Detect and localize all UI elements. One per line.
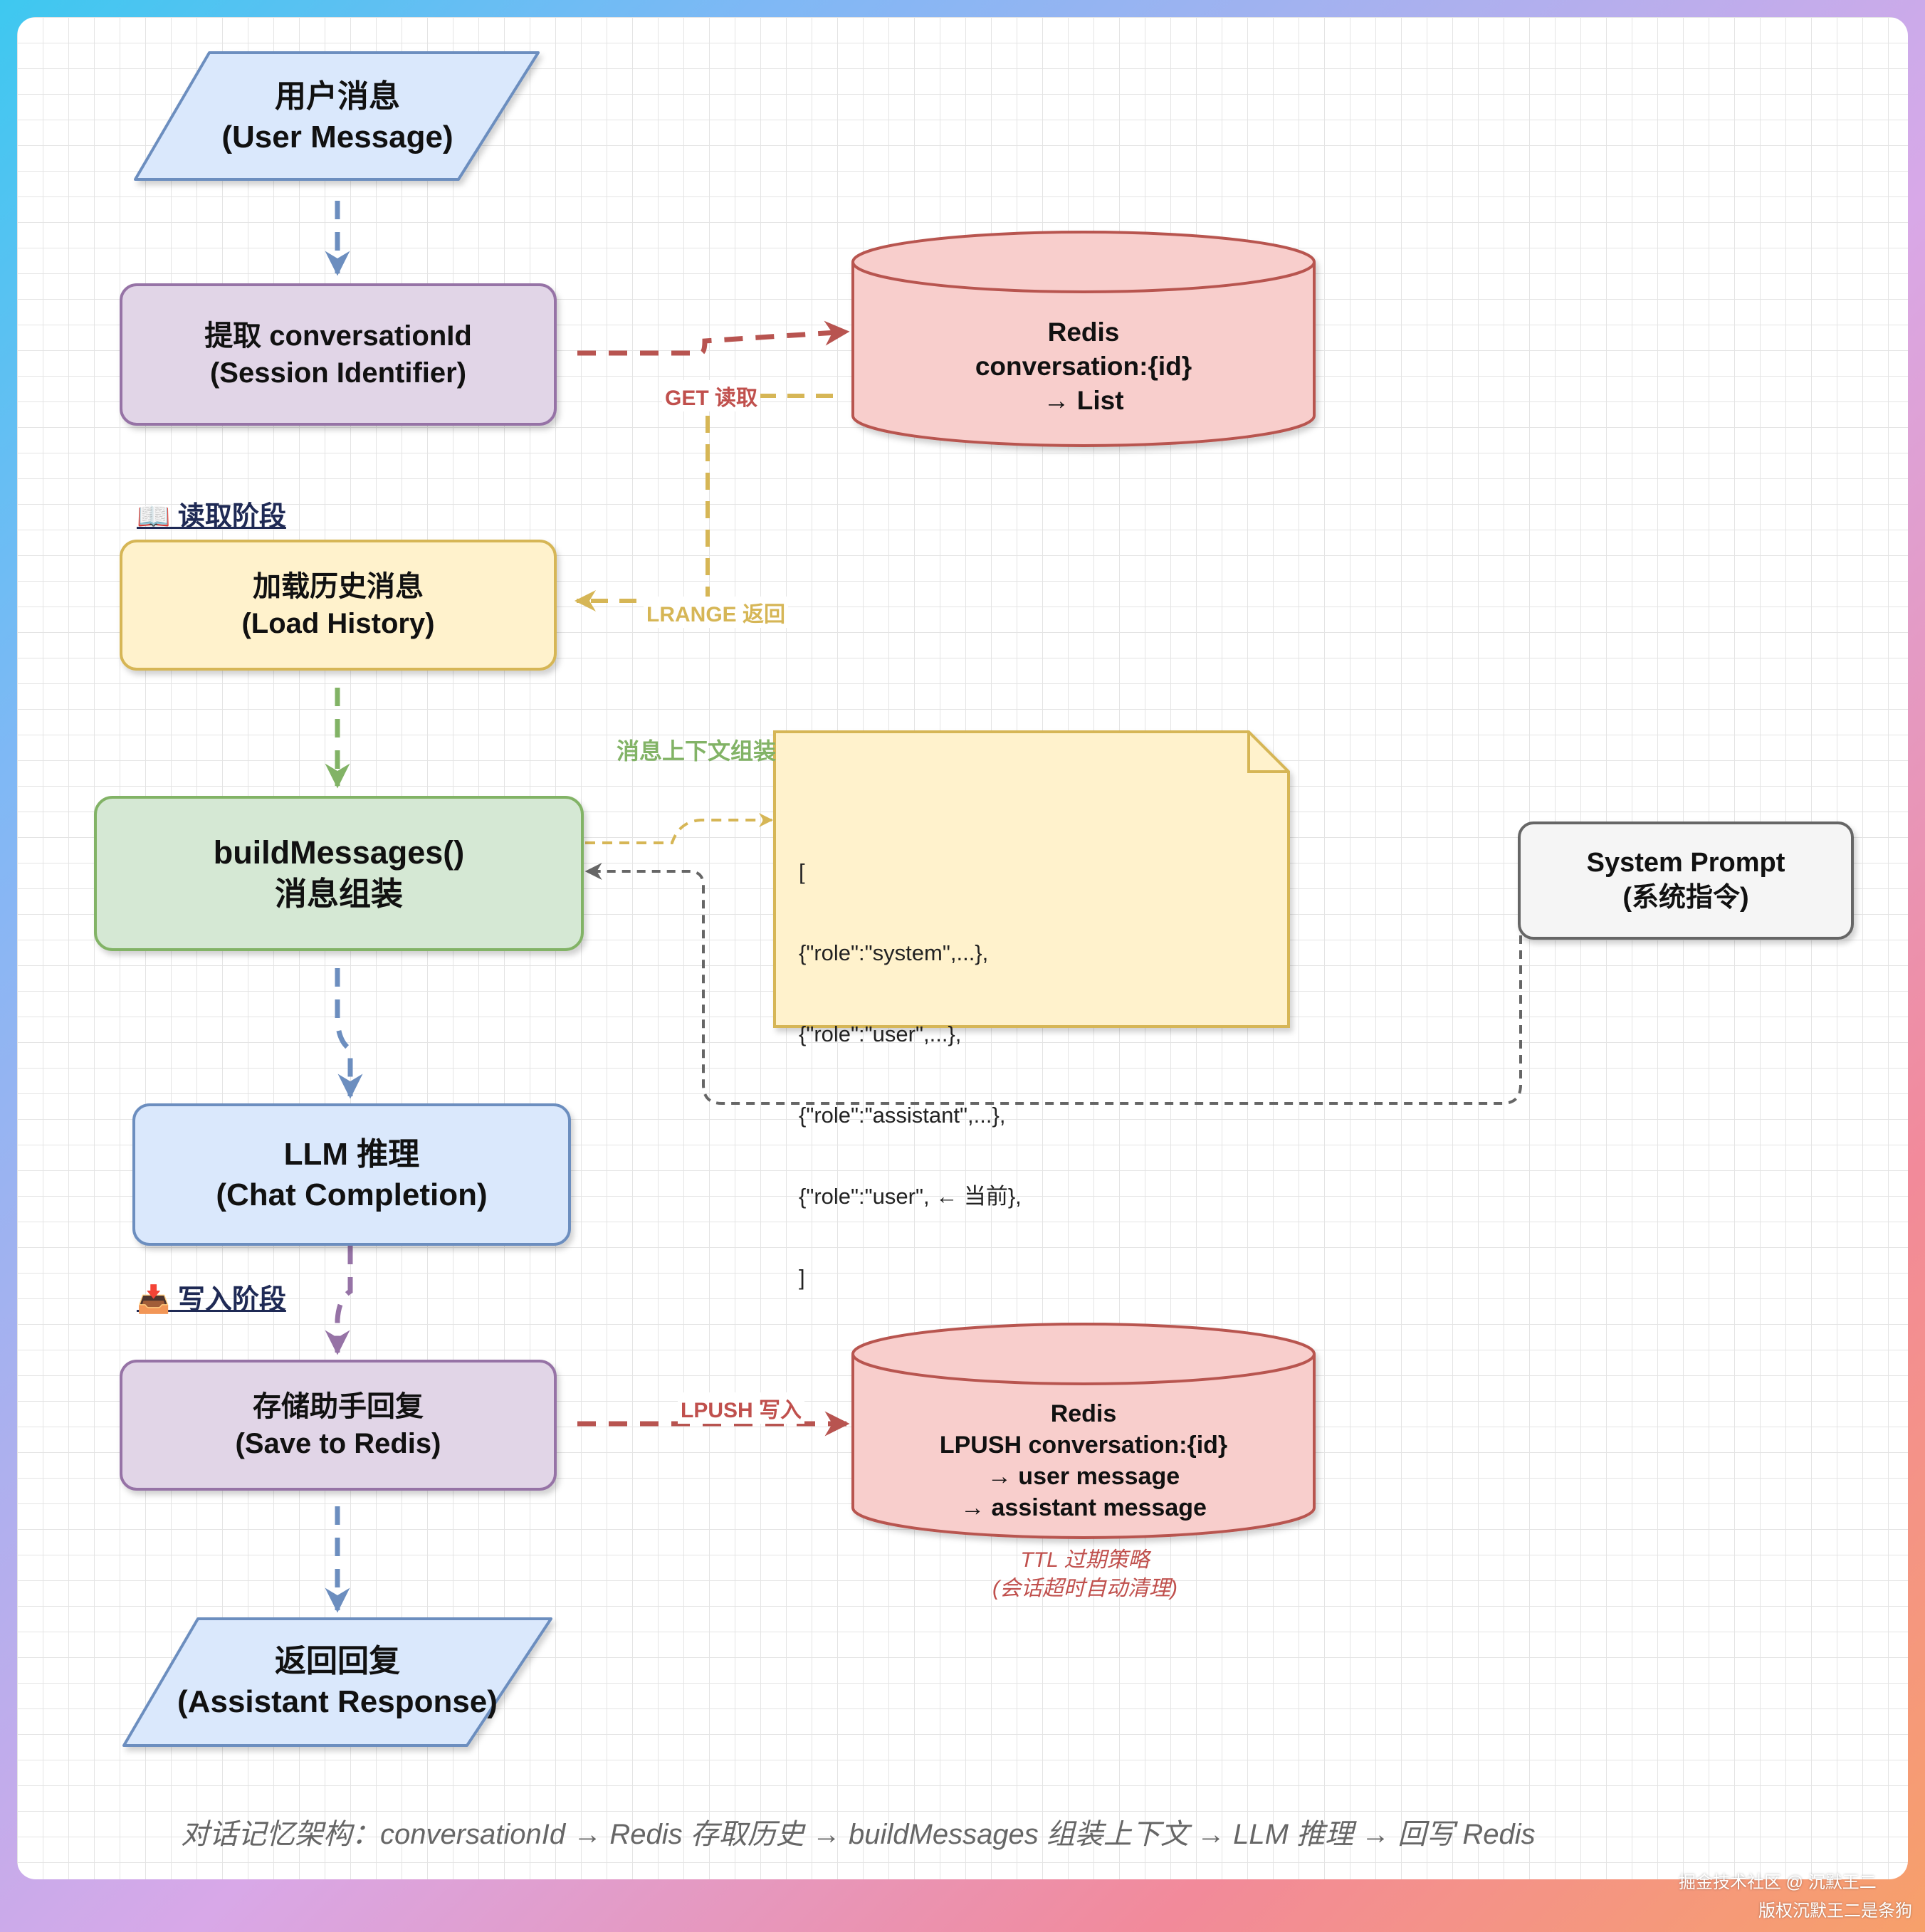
diagram-svg	[94, 51, 1854, 1747]
system-prompt-line2: (系统指令)	[1622, 883, 1749, 913]
load-history-line1: 加载历史消息	[253, 571, 424, 602]
system-prompt-line1: System Prompt	[1586, 847, 1785, 878]
diagram-canvas: 用户消息 (User Message) 提取 conversationId (S…	[17, 17, 1908, 1879]
watermark-line1: 掘金技术社区 @ 沉默王二	[1679, 1873, 1877, 1892]
edge-llm-to-save	[325, 1246, 353, 1355]
redis-write-label: Redis LPUSH conversation:{id} → user mes…	[853, 1390, 1314, 1532]
edge-build-to-llm	[335, 968, 363, 1099]
edge-redis-to-load	[577, 394, 833, 601]
user-message-node	[134, 51, 540, 181]
load-history-node	[120, 540, 557, 671]
redis-write-line1: Redis	[1050, 1400, 1117, 1427]
system-prompt-label: System Prompt (系统指令)	[1519, 823, 1852, 938]
build-messages-label: buildMessages() 消息组装	[95, 797, 582, 950]
llm-line2: (Chat Completion)	[216, 1177, 488, 1212]
extract-id-label: 提取 conversationId (Session Identifier)	[121, 285, 555, 424]
save-reply-line1: 存储助手回复	[253, 1391, 424, 1422]
redis-write-line4: → assistant message	[960, 1494, 1207, 1522]
redis-write-node	[851, 1323, 1316, 1539]
save-reply-label: 存储助手回复 (Save to Redis)	[121, 1361, 555, 1489]
response-label: 返回回复 (Assistant Response)	[145, 1632, 530, 1731]
redis-read-node	[851, 231, 1316, 447]
context-assembly-label: 消息上下文组装	[617, 738, 777, 764]
build-messages-line2: 消息组装	[274, 876, 403, 912]
write-phase-label: 📥 写入阶段	[137, 1285, 286, 1315]
note-line: {"role":"system",...},	[799, 940, 989, 965]
lpush-write-label: LPUSH 写入	[678, 1392, 805, 1424]
redis-read-label: Redis conversation:{id} → List	[853, 299, 1314, 434]
watermark-line2: 版权沉默王二是条狗	[1758, 1901, 1912, 1921]
redis-write-line3: → user message	[987, 1463, 1180, 1490]
edge-system-to-build	[584, 863, 1522, 1105]
response-line1: 返回回复	[275, 1643, 400, 1679]
llm-line1: LLM 推理	[283, 1136, 420, 1172]
build-messages-node	[94, 796, 584, 951]
save-reply-node	[120, 1360, 557, 1491]
response-line2: (Assistant Response)	[177, 1684, 498, 1719]
lrange-return-label: LRANGE 返回	[644, 597, 788, 628]
extract-id-node	[120, 283, 557, 426]
user-message-label: 用户消息 (User Message)	[159, 67, 515, 167]
llm-label: LLM 推理 (Chat Completion)	[134, 1105, 570, 1244]
redis-read-line1: Redis	[1047, 317, 1120, 347]
llm-node	[132, 1103, 571, 1246]
user-message-line1: 用户消息	[275, 78, 400, 114]
load-history-line2: (Load History)	[241, 608, 435, 639]
user-message-line2: (User Message)	[221, 120, 453, 154]
redis-read-line3: → List	[1043, 386, 1124, 416]
ttl-line1: TTL 过期策略	[1020, 1548, 1150, 1572]
edge-extract-to-redis	[577, 320, 850, 356]
edge-build-to-note	[585, 813, 773, 844]
ttl-annotation: TTL 过期策略 (会话超时自动清理)	[921, 1546, 1249, 1603]
note-line: ]	[799, 1265, 805, 1290]
response-node	[122, 1617, 552, 1747]
note-line: {"role":"assistant",...},	[799, 1103, 1006, 1128]
ttl-line2: (会话超时自动清理)	[992, 1577, 1177, 1600]
system-prompt-node	[1518, 821, 1854, 940]
redis-write-line2: LPUSH conversation:{id}	[939, 1431, 1228, 1459]
note-line: {"role":"user", ← 当前},	[799, 1184, 1022, 1209]
note-line: [	[799, 859, 805, 884]
read-phase-label: 📖 读取阶段	[137, 502, 286, 532]
context-note	[773, 730, 1290, 1028]
extract-id-line1: 提取 conversationId	[204, 320, 472, 352]
diagram-caption: 对话记忆架构：conversationId → Redis 存取历史 → bui…	[181, 1819, 1536, 1850]
note-line: {"role":"user",...},	[799, 1022, 962, 1046]
save-reply-line2: (Save to Redis)	[235, 1428, 441, 1459]
build-messages-line1: buildMessages()	[213, 834, 465, 871]
context-note-text: [ {"role":"system",...}, {"role":"user",…	[799, 804, 1022, 1345]
get-read-label: GET 读取	[662, 380, 761, 411]
redis-read-line2: conversation:{id}	[975, 351, 1192, 381]
load-history-label: 加载历史消息 (Load History)	[121, 541, 555, 669]
extract-id-line2: (Session Identifier)	[209, 357, 467, 389]
